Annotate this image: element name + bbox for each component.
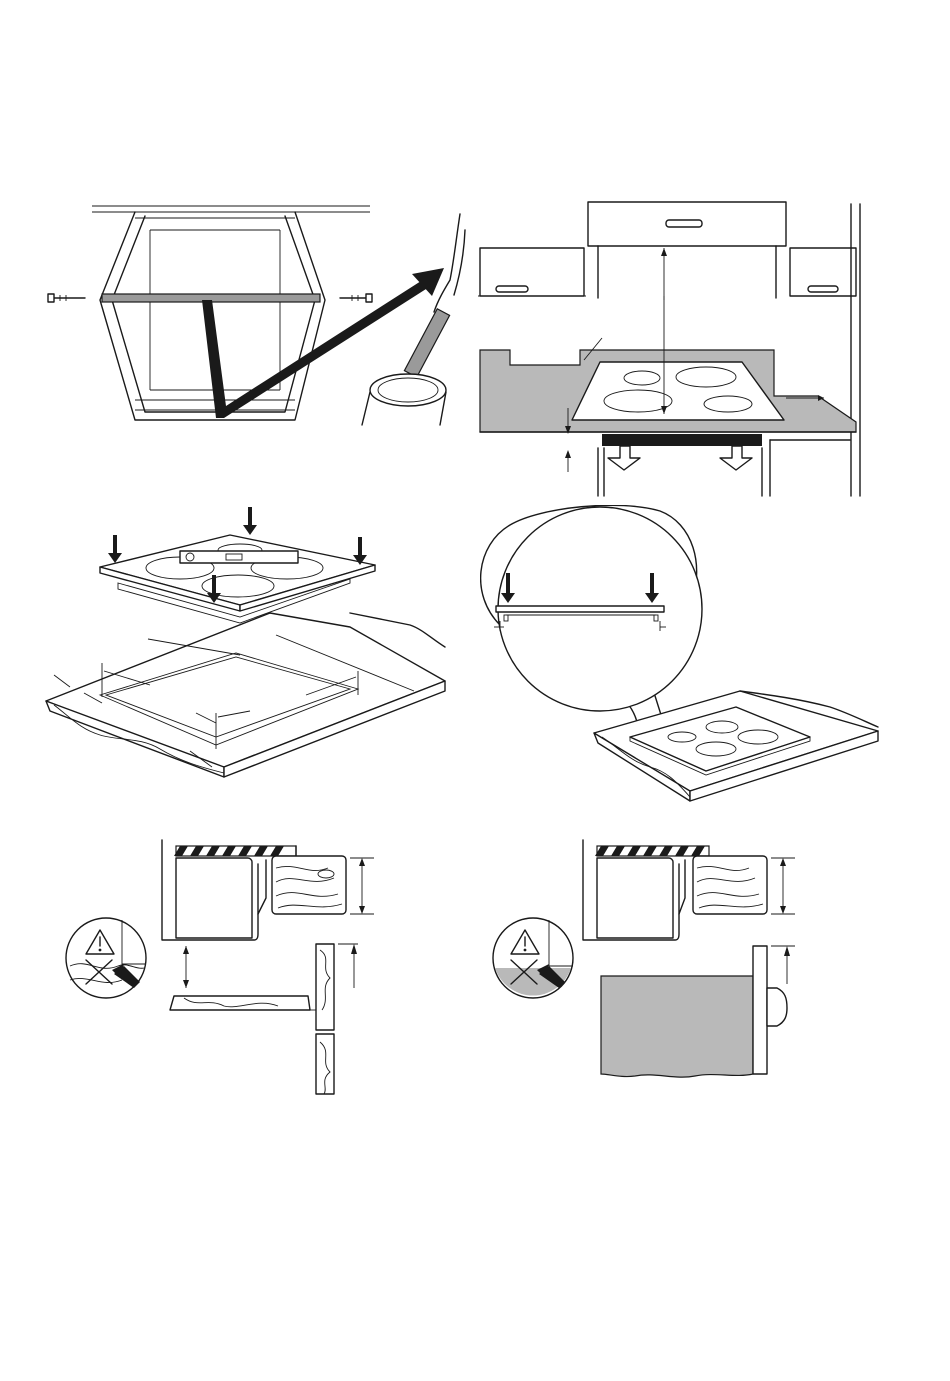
screw-icon xyxy=(340,294,372,302)
screw-icon xyxy=(48,294,85,302)
panel-drawer-installation xyxy=(58,838,388,1103)
bin-icon xyxy=(362,374,446,425)
panel-clearance-distances xyxy=(478,200,866,498)
wood-grain-icon xyxy=(693,856,767,914)
wood-grain-icon xyxy=(272,856,346,914)
panel-cutout-dimensions xyxy=(40,505,450,785)
spirit-level-icon xyxy=(180,551,298,563)
panel-cabinet-removal xyxy=(40,200,470,430)
panel-oven-installation xyxy=(485,838,815,1078)
wood-grain-icon xyxy=(170,944,334,1094)
airflow-arrow-icon xyxy=(608,446,752,470)
magnifier-callout-icon xyxy=(481,505,702,737)
panel-seal-fitting-detail xyxy=(480,505,880,805)
